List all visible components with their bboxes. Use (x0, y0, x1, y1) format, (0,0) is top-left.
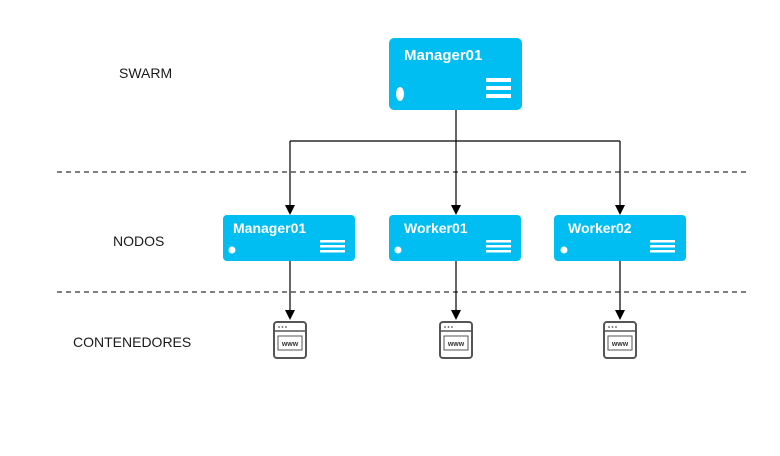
container-1: www (273, 321, 307, 359)
container-3: www (603, 321, 637, 359)
node-title: Worker02 (568, 220, 632, 236)
container-label: www (447, 341, 465, 348)
node-title: Manager01 (233, 220, 306, 236)
node-server-worker01: Worker01 (389, 215, 521, 261)
layer-label-nodes: NODOS (113, 233, 164, 249)
container-label: www (281, 341, 299, 348)
server-icon (228, 240, 345, 254)
server-icon (394, 240, 511, 254)
node-title: Worker01 (404, 220, 468, 236)
node-server-worker02: Worker02 (554, 215, 686, 261)
connector-manager-to-nodes (285, 110, 625, 215)
web-browser-icon (603, 321, 637, 359)
container-label: www (611, 341, 629, 348)
layer-label-containers: CONTENEDORES (73, 334, 191, 350)
web-browser-icon (273, 321, 307, 359)
web-browser-icon (439, 321, 473, 359)
container-2: www (439, 321, 473, 359)
node-server-manager01: Manager01 (223, 215, 355, 261)
server-icon (396, 78, 511, 101)
swarm-manager-title: Manager01 (404, 47, 482, 64)
swarm-manager-server: Manager01 (389, 38, 522, 110)
server-icon (560, 240, 675, 254)
layer-label-swarm: SWARM (119, 65, 172, 81)
